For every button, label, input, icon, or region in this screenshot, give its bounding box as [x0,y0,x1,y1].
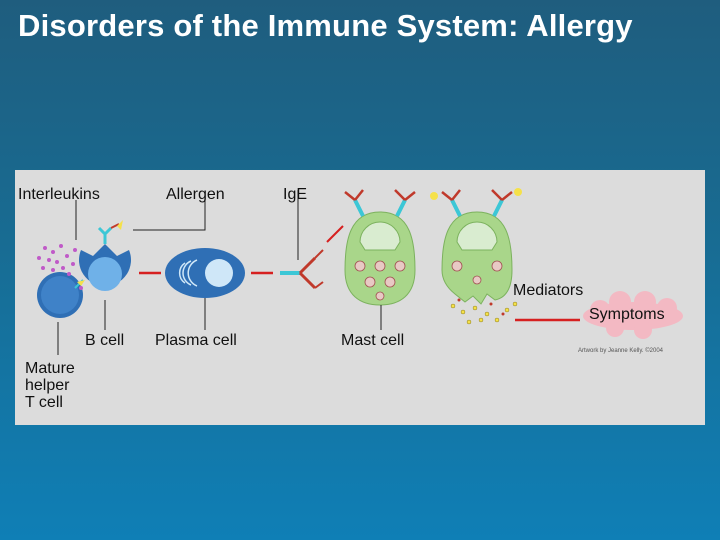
allergen-pointer [133,198,206,231]
label-interleukins: Interleukins [18,186,100,203]
label-mast-cell: Mast cell [341,332,405,349]
label-t-cell-3: T cell [25,394,63,411]
label-t-cell-2: helper [25,377,70,394]
interleukin-dots [37,244,83,290]
mediator-dots-red [457,298,505,316]
t-cell [37,272,83,318]
plasma-cell [165,248,245,330]
slide-title: Disorders of the Immune System: Allergy [18,8,633,43]
label-symptoms: Symptoms [589,306,665,323]
b-cell [79,220,132,330]
t-cell-receptor [74,279,85,289]
allergy-diagram: Interleukins Allergen IgE B cell Plasma … [15,170,705,425]
ige-antibody [280,190,344,290]
label-b-cell: B cell [85,332,125,349]
label-plasma-cell: Plasma cell [155,332,237,349]
mast-cell-1 [344,189,416,330]
label-mediators: Mediators [513,282,584,299]
mast-cell-2 [430,188,522,305]
symptoms-cloud [583,291,683,339]
artwork-credit: Artwork by Jeanne Kelly. ©2004 [578,348,664,354]
label-t-cell-1: Mature [25,360,75,377]
label-ige: IgE [283,186,308,203]
label-allergen: Allergen [166,186,225,203]
diagram-graphics [37,188,683,355]
mediator-dots [450,301,518,325]
